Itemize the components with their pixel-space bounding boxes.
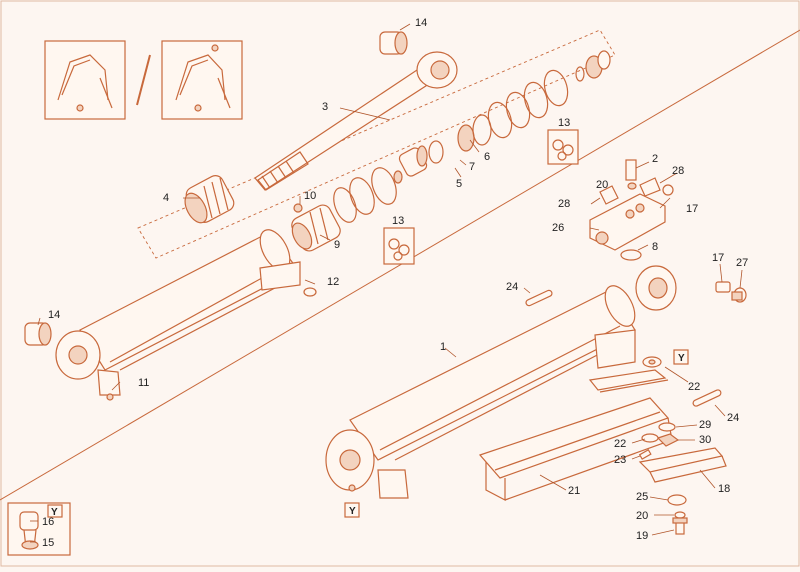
callout-14-left: 14 <box>48 309 60 321</box>
leader-lines <box>30 23 743 543</box>
bushing-left[interactable] <box>24 322 52 346</box>
callout-24-lower: 24 <box>727 412 739 424</box>
pin-24-upper[interactable] <box>525 289 553 307</box>
callout-1: 1 <box>440 341 446 353</box>
callout-8: 8 <box>652 241 658 253</box>
callout-17-upper: 17 <box>686 203 698 215</box>
callout-20-lower: 20 <box>636 510 648 522</box>
seal-rings-lower[interactable] <box>329 164 403 225</box>
view-letter-y-right[interactable]: Y <box>673 349 689 365</box>
callout-15: 15 <box>42 537 54 549</box>
callout-24-upper: 24 <box>506 281 518 293</box>
svg-text:Y: Y <box>678 353 685 364</box>
callout-labels: 14 3 4 10 9 13 12 14 11 1 13 6 7 5 2 28 … <box>42 17 748 549</box>
svg-text:Y: Y <box>349 506 356 517</box>
grease-nipple-left[interactable] <box>106 393 114 401</box>
callout-11: 11 <box>138 377 149 389</box>
excavator-thumbnail-left[interactable] <box>44 40 126 120</box>
callout-27: 27 <box>736 257 748 269</box>
callout-28-left: 28 <box>558 198 570 210</box>
piston-rod[interactable] <box>254 51 458 191</box>
washer-20-lower[interactable] <box>674 511 686 519</box>
diagonal-separator <box>0 29 800 501</box>
callout-4: 4 <box>163 192 169 204</box>
callout-20-upper: 20 <box>596 179 608 191</box>
callout-17-lower: 17 <box>712 252 724 264</box>
callout-10: 10 <box>304 190 316 202</box>
fitting-17[interactable] <box>715 281 731 293</box>
callout-23: 23 <box>614 454 626 466</box>
washer-25[interactable] <box>667 494 687 506</box>
washer-29[interactable] <box>658 422 676 432</box>
callout-7: 7 <box>469 161 475 173</box>
explode-envelope-upper <box>137 29 616 259</box>
bushing-top[interactable] <box>379 31 408 55</box>
callout-6: 6 <box>484 151 490 163</box>
callout-25: 25 <box>636 491 648 503</box>
callout-2: 2 <box>652 153 658 165</box>
callout-13-lower: 13 <box>392 215 404 227</box>
excavator-thumbnail-right[interactable] <box>161 40 243 120</box>
seal-kit-bag-upper[interactable] <box>547 129 579 165</box>
callout-21: 21 <box>568 485 580 497</box>
piston[interactable] <box>181 173 237 227</box>
valve-block[interactable] <box>589 159 674 251</box>
set-screw[interactable] <box>293 203 303 213</box>
callout-5: 5 <box>456 178 462 190</box>
callout-28-right: 28 <box>672 165 684 177</box>
pin-24-lower[interactable] <box>692 389 722 407</box>
callout-13-upper: 13 <box>558 117 570 129</box>
plug-27[interactable] <box>731 287 747 303</box>
view-y-inset <box>7 502 71 556</box>
strap-plate[interactable] <box>588 369 669 393</box>
seal-kit-bag-lower[interactable] <box>383 227 415 265</box>
cylinder-barrel-left[interactable] <box>55 225 301 396</box>
callout-22-lower: 22 <box>614 438 626 450</box>
pin-23[interactable] <box>638 448 652 460</box>
callout-14-top: 14 <box>415 17 427 29</box>
callout-12: 12 <box>327 276 339 288</box>
thumbnail-slash <box>136 54 151 106</box>
guide-bushing[interactable] <box>398 145 429 178</box>
bolt-19[interactable] <box>672 517 688 535</box>
svg-text:Y: Y <box>51 507 58 518</box>
cylinder-barrel-right[interactable] <box>325 265 677 499</box>
callout-30: 30 <box>699 434 711 446</box>
callout-22-upper: 22 <box>688 381 700 393</box>
callout-16: 16 <box>42 516 54 528</box>
callout-18: 18 <box>718 483 730 495</box>
grease-nipple-right[interactable] <box>348 484 356 492</box>
callout-29: 29 <box>699 419 711 431</box>
washer-22-upper[interactable] <box>642 356 662 368</box>
plug-12[interactable] <box>303 287 317 297</box>
bracket-18[interactable] <box>638 447 727 483</box>
callout-19: 19 <box>636 530 648 542</box>
callout-9: 9 <box>334 239 340 251</box>
callout-3: 3 <box>322 101 328 113</box>
washer-22-lower[interactable] <box>641 433 659 443</box>
o-ring-8[interactable] <box>620 249 642 261</box>
view-letter-y-inset: Y <box>47 504 63 518</box>
seal-rings-upper[interactable] <box>428 50 611 164</box>
view-letter-y-bottom[interactable]: Y <box>344 502 360 518</box>
callout-26: 26 <box>552 222 564 234</box>
